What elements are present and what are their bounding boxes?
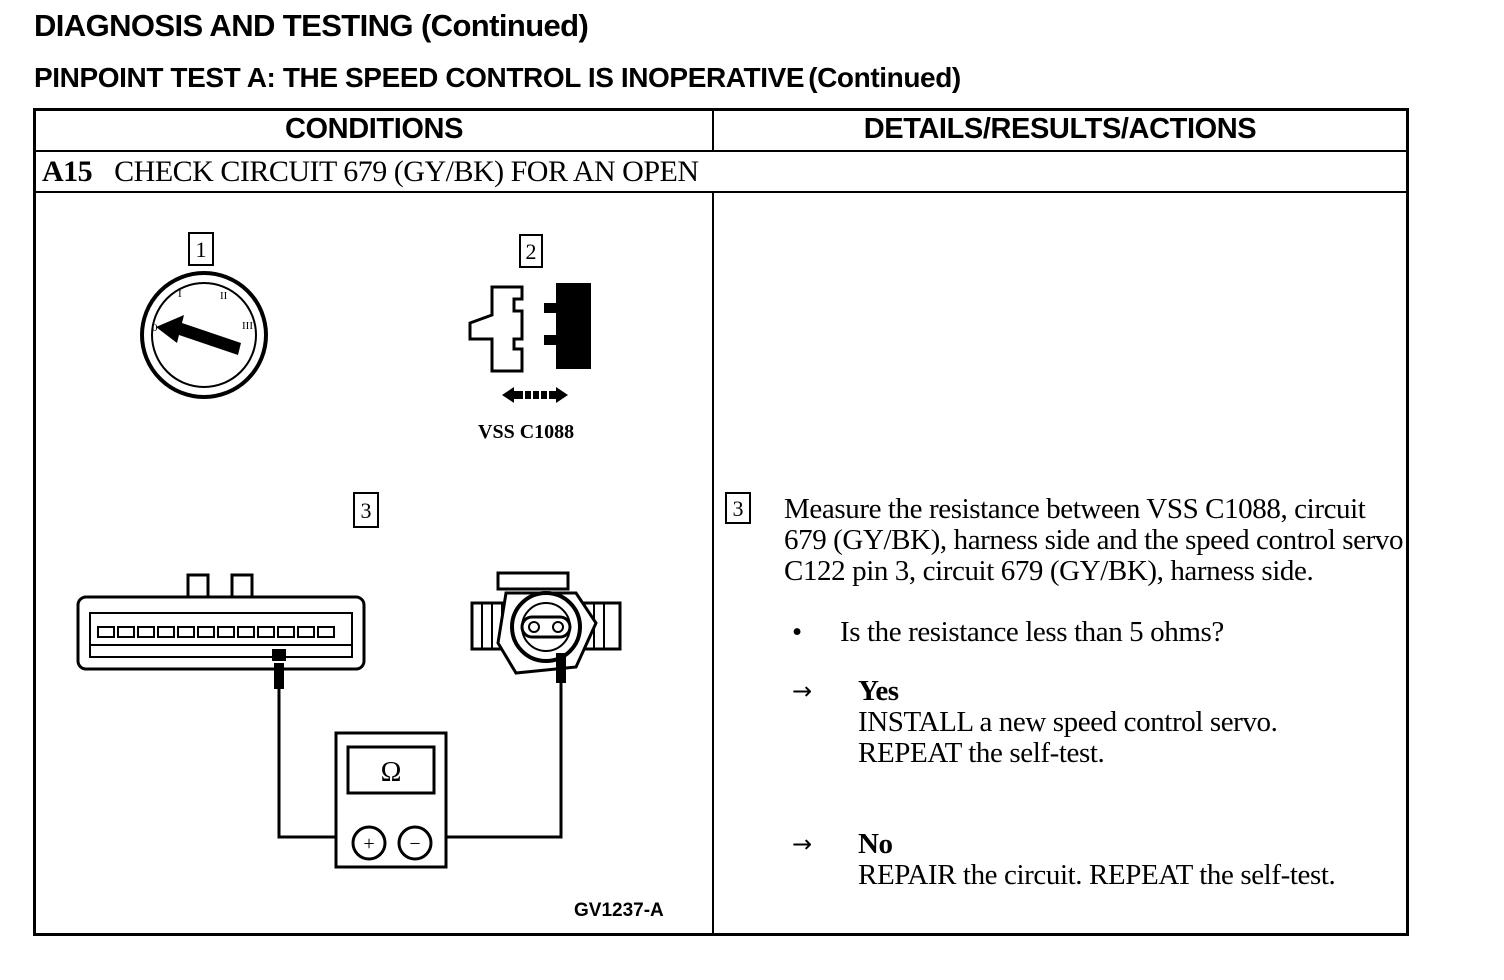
callout-2-box <box>519 234 543 268</box>
vss-harness-connector-icon <box>470 571 622 683</box>
details-header: DETAILS/RESULTS/ACTIONS <box>863 113 1257 145</box>
callout-3-box <box>353 492 379 528</box>
meter-plus: + <box>363 833 374 855</box>
ignition-mark-1: I <box>178 288 182 300</box>
ohm-symbol: Ω <box>381 757 402 788</box>
test-title: PINPOINT TEST A: THE SPEED CONTROL IS IN… <box>34 62 961 94</box>
body-column-divider <box>712 191 714 933</box>
callout-1-box <box>188 232 214 266</box>
yes-label: Yes <box>858 675 899 707</box>
question-text: Is the resistance less than 5 ohms? <box>840 616 1224 648</box>
step-number: A15 <box>42 155 93 188</box>
meter-minus: − <box>409 833 420 855</box>
callout-1: 1 <box>196 237 207 262</box>
vss-connector-label: VSS C1088 <box>478 421 575 443</box>
callout-3: 3 <box>361 498 372 523</box>
result-yes: → Yes INSTALL a new speed control servo.… <box>784 676 1404 769</box>
ignition-mark-3: III <box>242 320 253 332</box>
negative-lead <box>434 681 563 839</box>
ignition-switch-icon: 0 I II III <box>140 271 268 399</box>
header-column-divider <box>712 111 714 151</box>
conditions-header: CONDITIONS <box>284 113 464 145</box>
no-action-1: REPAIR the circuit. REPEAT the self-test… <box>858 859 1336 891</box>
arrow-right-icon: → <box>792 677 812 705</box>
bullet: • <box>792 616 802 648</box>
arrow-right-icon: → <box>792 830 812 858</box>
step-title: CHECK CIRCUIT 679 (GY/BK) FOR AN OPEN <box>114 155 699 188</box>
result-no: → No REPAIR the circuit. REPEAT the self… <box>784 829 1404 891</box>
test-title-main: PINPOINT TEST A: THE SPEED CONTROL IS IN… <box>34 62 805 93</box>
figure-code: GV1237-A <box>574 900 664 921</box>
test-title-suffix: (Continued) <box>808 62 961 93</box>
ohmmeter-icon: Ω + − <box>334 731 448 869</box>
positive-lead <box>277 687 350 839</box>
header-divider <box>36 150 1406 152</box>
step-row: A15 CHECK CIRCUIT 679 (GY/BK) FOR AN OPEN <box>42 155 699 189</box>
measure-instruction: Measure the resistance between VSS C1088… <box>784 493 1404 587</box>
ignition-mark-2: II <box>220 290 228 302</box>
ignition-mark-0: 0 <box>152 322 158 334</box>
no-label: No <box>858 828 893 860</box>
step-divider <box>36 191 1406 193</box>
yes-action-2: REPEAT the self-test. <box>858 737 1105 769</box>
test-figure: 1 0 I II III 2 3 <box>76 232 622 869</box>
callout-2: 2 <box>526 239 537 264</box>
yes-action-1: INSTALL a new speed control servo. <box>858 706 1278 738</box>
pinpoint-table: CONDITIONS DETAILS/RESULTS/ACTIONS A15 CH… <box>33 108 1409 936</box>
details-callout-3: 3 <box>725 492 751 524</box>
details-text: Measure the resistance between VSS C1088… <box>784 494 1404 891</box>
servo-connector-icon <box>76 573 366 689</box>
question-item: • Is the resistance less than 5 ohms? <box>784 617 1404 648</box>
page-title: DIAGNOSIS AND TESTING (Continued) <box>34 8 589 43</box>
vss-connector-icon <box>468 283 591 403</box>
